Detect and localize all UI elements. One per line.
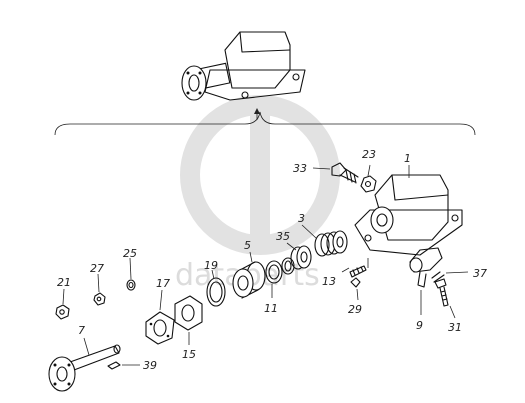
part-5-bearing: 5 [232, 239, 266, 299]
callout-13: 13 [322, 275, 336, 288]
part-1-housing: 1 [354, 152, 463, 256]
callout-39: 39 [143, 359, 157, 372]
assembled-gearbox-view [181, 31, 306, 101]
part-33-bolt: 33 [293, 162, 359, 184]
part-29-screw: 29 [348, 277, 362, 316]
callout-31: 31 [448, 321, 462, 334]
part-15-gasket: 15 [174, 295, 203, 361]
part-13-stud: 13 [322, 258, 369, 288]
callout-37: 37 [473, 267, 487, 280]
callout-29: 29 [348, 303, 362, 316]
part-27-small-nut: 27 [90, 262, 106, 306]
part-3-spring: 3 [298, 212, 348, 257]
callout-19: 19 [204, 259, 218, 272]
assembly-bracket [54, 108, 476, 136]
callout-11: 11 [264, 302, 278, 315]
part-7-flanged-shaft: 7 [48, 324, 121, 392]
part-11-o-ring: 11 [264, 257, 295, 315]
callout-35: 35 [276, 230, 290, 243]
callout-21: 21 [57, 276, 71, 289]
part-17-flange-plate: 17 [145, 277, 175, 345]
part-21-nut: 21 [55, 276, 71, 320]
callout-17: 17 [156, 277, 170, 290]
callout-3: 3 [298, 212, 305, 225]
callout-7: 7 [78, 324, 85, 337]
callout-5: 5 [244, 239, 251, 252]
part-39-key: 39 [107, 359, 157, 372]
part-25-small-washer: 25 [123, 247, 137, 291]
part-31-screw: 31 [434, 278, 462, 334]
callout-33: 33 [293, 162, 307, 175]
callout-23: 23 [362, 148, 376, 161]
callout-27: 27 [90, 262, 104, 275]
part-35-spacer: 35 [276, 230, 312, 270]
callout-15: 15 [182, 348, 196, 361]
callout-1: 1 [404, 152, 411, 165]
part-23-nut: 23 [360, 148, 377, 193]
part-37-pin: 37 [431, 267, 487, 283]
part-19-washer: 19 [204, 259, 226, 307]
callout-25: 25 [123, 247, 137, 260]
part-9-lever: 9 [409, 247, 443, 332]
callout-9: 9 [416, 319, 423, 332]
